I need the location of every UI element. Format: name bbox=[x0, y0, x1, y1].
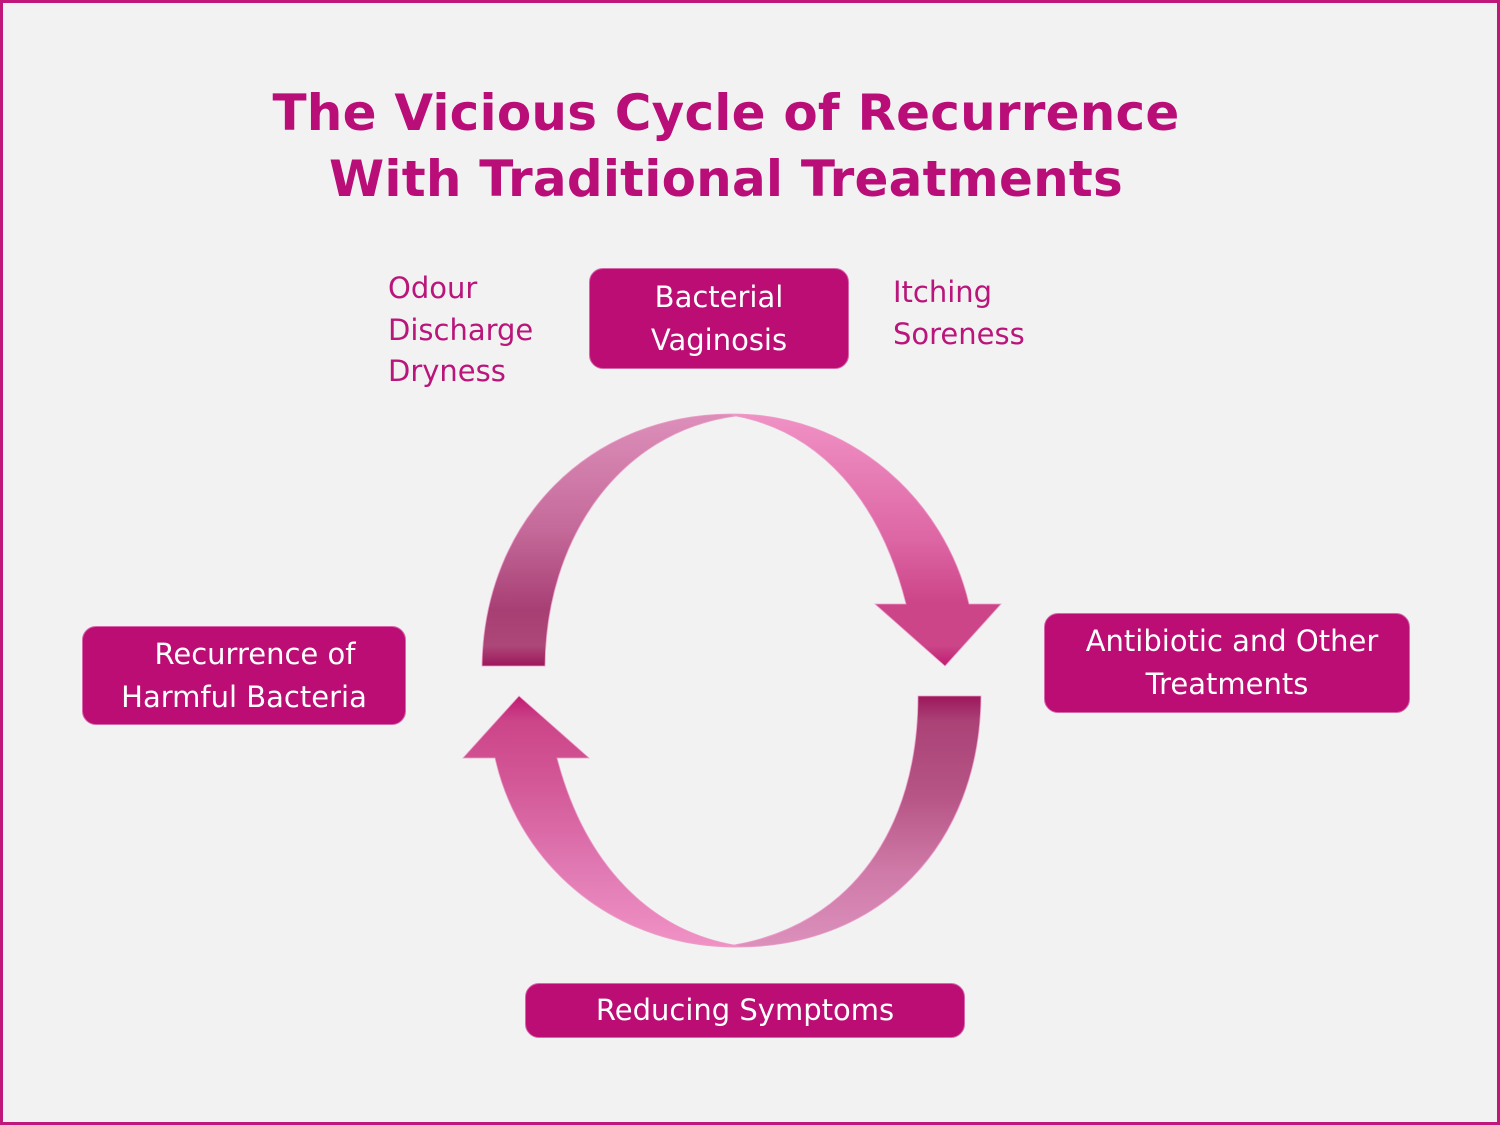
symptom-itching: Itching bbox=[893, 275, 993, 309]
symptoms-right-list: Itching Soreness bbox=[893, 272, 1025, 355]
node-right-line-1: Antibiotic and Other bbox=[1085, 624, 1379, 658]
arrow-bottom-left bbox=[462, 695, 741, 948]
symptom-dryness: Dryness bbox=[388, 354, 506, 388]
node-reducing-symptoms: Reducing Symptoms bbox=[525, 983, 965, 1038]
title-line-2: With Traditional Treatments bbox=[329, 150, 1123, 208]
symptoms-left-list: Odour Discharge Dryness bbox=[388, 268, 533, 393]
symptom-discharge: Discharge bbox=[388, 312, 534, 347]
symptom-soreness: Soreness bbox=[893, 316, 1025, 351]
node-top-line-2: Vaginosis bbox=[650, 322, 788, 357]
node-recurrence-harmful-bacteria: Recurrence of Harmful Bacteria bbox=[82, 626, 406, 725]
node-top-line-1: Bacterial bbox=[654, 279, 784, 314]
arc-top-left bbox=[481, 413, 737, 667]
title-line-1: The Vicious Cycle of Recurrence bbox=[272, 84, 1180, 142]
node-bottom-line-1: Reducing Symptoms bbox=[595, 993, 895, 1027]
arc-bottom-right bbox=[733, 695, 982, 948]
node-bacterial-vaginosis: Bacterial Vaginosis bbox=[589, 268, 849, 369]
node-right-line-2: Treatments bbox=[1145, 667, 1309, 701]
arrow-top-right bbox=[729, 413, 1002, 667]
node-antibiotic-treatments: Antibiotic and Other Treatments bbox=[1044, 613, 1410, 713]
node-left-line-2: Harmful Bacteria bbox=[121, 679, 367, 714]
symptom-odour: Odour bbox=[388, 271, 478, 305]
node-left-line-1: Recurrence of bbox=[154, 636, 356, 671]
